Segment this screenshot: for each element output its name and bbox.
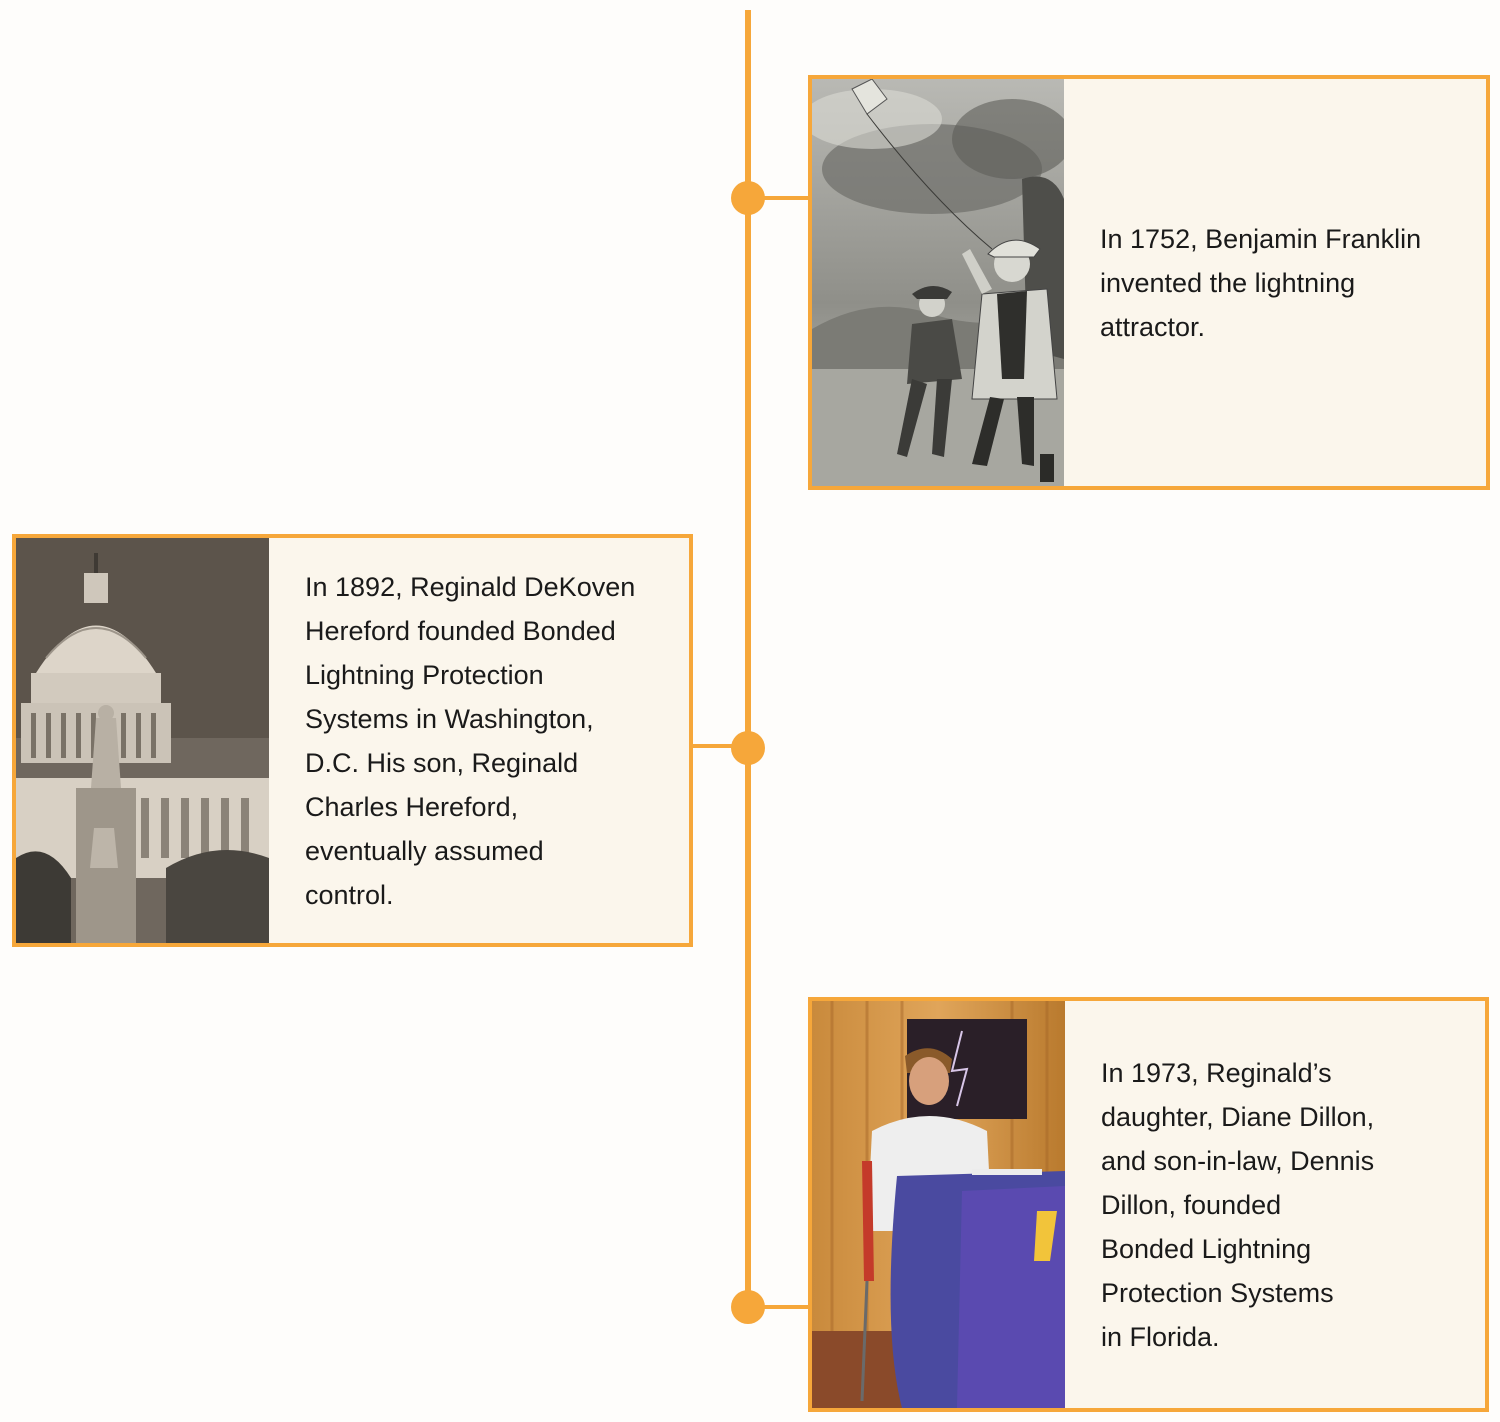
timeline-entry-text: In 1752, Benjamin Franklin invented the … xyxy=(1100,223,1422,342)
timeline-card-1973: In 1973, Reginald’s daughter, Diane Dill… xyxy=(808,997,1489,1412)
timeline-node-1752 xyxy=(731,181,765,215)
timeline-text-1973: In 1973, Reginald’s daughter, Diane Dill… xyxy=(1065,1001,1485,1408)
timeline-card-1752: In 1752, Benjamin Franklin invented the … xyxy=(808,75,1490,490)
timeline-entry-text: In 1973, Reginald’s daughter, Diane Dill… xyxy=(1101,1057,1375,1352)
timeline-text-1752: In 1752, Benjamin Franklin invented the … xyxy=(1064,79,1486,486)
man-at-table-image xyxy=(812,1001,1065,1408)
timeline-connector-1752 xyxy=(760,196,812,200)
timeline-entry-text: In 1892, Reginald DeKoven Hereford found… xyxy=(305,571,636,910)
timeline-card-1892: In 1892, Reginald DeKoven Hereford found… xyxy=(12,534,693,947)
timeline-connector-1973 xyxy=(760,1305,812,1309)
timeline-node-1973 xyxy=(731,1290,765,1324)
us-capitol-image xyxy=(16,538,269,943)
timeline-line xyxy=(745,10,751,1310)
franklin-kite-image xyxy=(812,79,1064,486)
timeline-node-1892 xyxy=(731,731,765,765)
timeline-text-1892: In 1892, Reginald DeKoven Hereford found… xyxy=(269,538,689,943)
timeline-connector-1892 xyxy=(690,744,740,748)
